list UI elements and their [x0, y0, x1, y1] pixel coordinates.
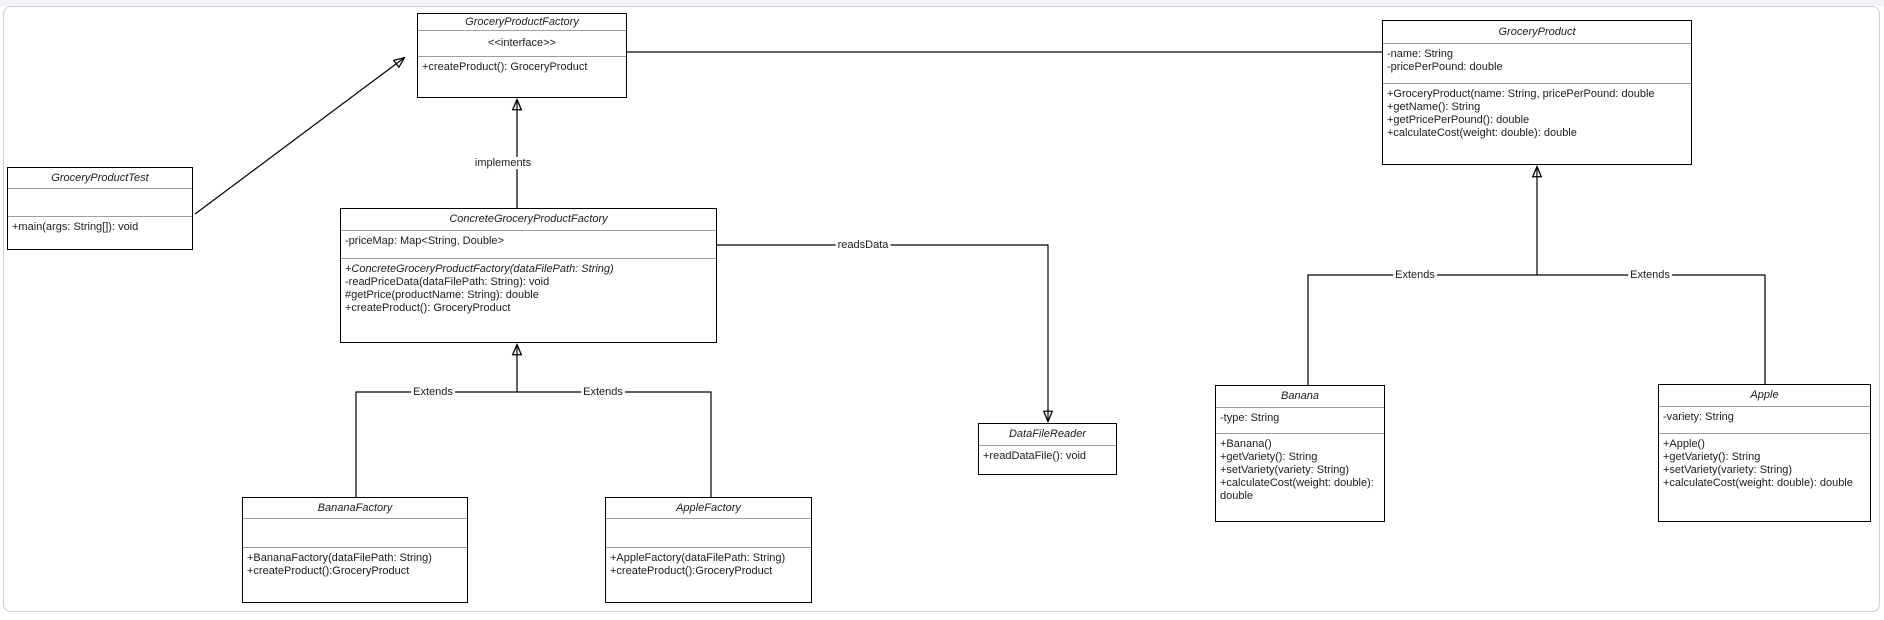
method-line: +Apple()	[1663, 438, 1705, 450]
method-line: +calculateCost(weight: double): double	[1220, 477, 1374, 502]
attributes-section: -variety: String	[1659, 406, 1870, 433]
methods-section: +Banana() +getVariety(): String +setVari…	[1216, 433, 1384, 521]
methods-section: +main(args: String[]): void	[8, 216, 192, 249]
class-apple[interactable]: Apple -variety: String +Apple() +getVari…	[1658, 384, 1871, 522]
methods-section: +AppleFactory(dataFilePath: String) +cre…	[606, 547, 811, 602]
method-line: +getVariety(): String	[1663, 451, 1761, 463]
attributes-section: -type: String	[1216, 407, 1384, 433]
class-apple-factory[interactable]: AppleFactory +AppleFactory(dataFilePath:…	[605, 497, 812, 603]
class-title: GroceryProduct	[1498, 25, 1576, 38]
methods-section: +ConcreteGroceryProductFactory(dataFileP…	[341, 258, 716, 342]
methods-section: +readDataFile(): void	[979, 445, 1116, 474]
method-line: +GroceryProduct(name: String, pricePerPo…	[1387, 88, 1655, 100]
edge-test-uses-factory[interactable]	[194, 58, 404, 215]
attribute-line: -pricePerPound: double	[1387, 61, 1503, 73]
class-title: Apple	[1750, 389, 1779, 401]
method-line: +getName(): String	[1387, 101, 1481, 113]
edge-products-extends-rail[interactable]	[1307, 274, 1766, 385]
edge-reads-data[interactable]	[717, 244, 1048, 421]
class-title: ConcreteGroceryProductFactory	[449, 213, 608, 225]
edge-label-implements[interactable]: implements	[472, 157, 534, 169]
class-banana[interactable]: Banana -type: String +Banana() +getVarie…	[1215, 385, 1385, 522]
class-title: AppleFactory	[676, 501, 741, 514]
method-line: +calculateCost(weight: double): double	[1663, 477, 1853, 489]
method-line: +createProduct(): GroceryProduct	[422, 61, 588, 73]
class-banana-factory[interactable]: BananaFactory +BananaFactory(dataFilePat…	[242, 497, 468, 603]
attribute-line: -variety: String	[1663, 411, 1734, 423]
class-concrete-grocery-product-factory[interactable]: ConcreteGroceryProductFactory -priceMap:…	[340, 208, 717, 343]
edge-label-extends-banana[interactable]: Extends	[1393, 269, 1437, 281]
attributes-section: -name: String -pricePerPound: double	[1383, 43, 1691, 83]
edge-factories-extends-rail[interactable]	[355, 391, 712, 497]
attributes-section	[606, 518, 811, 547]
attribute-line: -name: String	[1387, 48, 1454, 60]
methods-section: +GroceryProduct(name: String, pricePerPo…	[1383, 83, 1691, 164]
attributes-section: -priceMap: Map<String, Double>	[341, 230, 716, 258]
attributes-section	[8, 188, 192, 216]
attribute-line: -priceMap: Map<String, Double>	[345, 235, 504, 247]
edge-label-extends-apple[interactable]: Extends	[1628, 269, 1672, 281]
method-line: +setVariety(variety: String)	[1663, 464, 1793, 476]
method-line: +createProduct(): GroceryProduct	[345, 302, 511, 314]
method-line: +BananaFactory(dataFilePath: String)	[247, 552, 432, 564]
class-grocery-product[interactable]: GroceryProduct -name: String -pricePerPo…	[1382, 20, 1692, 165]
method-line: #getPrice(productName: String): double	[345, 289, 539, 301]
methods-section: +BananaFactory(dataFilePath: String) +cr…	[243, 547, 467, 602]
class-grocery-product-test[interactable]: GroceryProductTest +main(args: String[])…	[7, 167, 193, 250]
edge-label-reads-data[interactable]: readsData	[835, 239, 891, 251]
class-title: BananaFactory	[317, 501, 393, 514]
class-title: DataFileReader	[1008, 428, 1087, 440]
methods-section: +Apple() +getVariety(): String +setVarie…	[1659, 433, 1870, 521]
attributes-section	[243, 518, 467, 547]
class-data-file-reader[interactable]: DataFileReader +readDataFile(): void	[978, 423, 1117, 475]
method-line: +ConcreteGroceryProductFactory(dataFileP…	[345, 263, 614, 275]
edge-label-extends-apple-factory[interactable]: Extends	[581, 386, 625, 398]
method-line: +setVariety(variety: String)	[1220, 464, 1350, 476]
class-title: GroceryProductTest	[51, 171, 149, 184]
method-line: +createProduct():GroceryProduct	[247, 565, 410, 577]
method-line: +createProduct():GroceryProduct	[610, 565, 773, 577]
method-line: -readPriceData(dataFilePath: String): vo…	[345, 276, 550, 288]
method-line: +getVariety(): String	[1220, 451, 1318, 463]
class-grocery-product-factory[interactable]: GroceryProductFactory <<interface>> +cre…	[417, 13, 627, 98]
browser-edge-strip	[0, 0, 1884, 6]
edge-label-extends-banana-factory[interactable]: Extends	[411, 386, 455, 398]
method-line: +getPricePerPound(): double	[1387, 114, 1530, 126]
class-stereotype: <<interface>>	[418, 30, 626, 56]
method-line: +readDataFile(): void	[983, 450, 1087, 462]
method-line: +Banana()	[1220, 438, 1272, 450]
class-title: GroceryProductFactory	[465, 15, 579, 28]
class-title: Banana	[1281, 390, 1319, 402]
method-line: +main(args: String[]): void	[12, 221, 139, 233]
method-line: +calculateCost(weight: double): double	[1387, 127, 1577, 139]
methods-section: +createProduct(): GroceryProduct	[418, 56, 626, 97]
attribute-line: -type: String	[1220, 412, 1280, 424]
method-line: +AppleFactory(dataFilePath: String)	[610, 552, 786, 564]
